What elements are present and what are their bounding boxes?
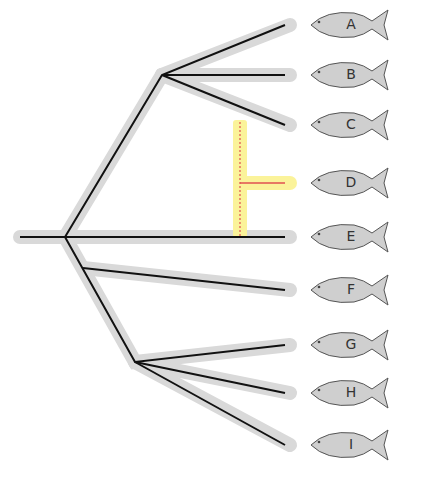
taxon-letter: B: [341, 65, 361, 83]
taxon-letter: I: [341, 435, 361, 453]
taxon-letter: C: [341, 115, 361, 133]
fish-node: I: [308, 425, 394, 465]
fish-node: B: [308, 55, 394, 95]
taxon-letter: D: [341, 173, 361, 191]
taxon-letter: F: [341, 280, 361, 298]
taxon-letter: G: [341, 335, 361, 353]
fish-node: H: [308, 373, 394, 413]
fish-node: F: [308, 270, 394, 310]
fish-node: G: [308, 325, 394, 365]
fish-node: E: [308, 217, 394, 257]
taxon-letter: A: [341, 15, 361, 33]
fish-node: D: [308, 163, 394, 203]
fish-node: C: [308, 105, 394, 145]
taxon-letter: E: [341, 227, 361, 245]
taxon-letter: H: [341, 383, 361, 401]
fish-node: A: [308, 5, 394, 45]
